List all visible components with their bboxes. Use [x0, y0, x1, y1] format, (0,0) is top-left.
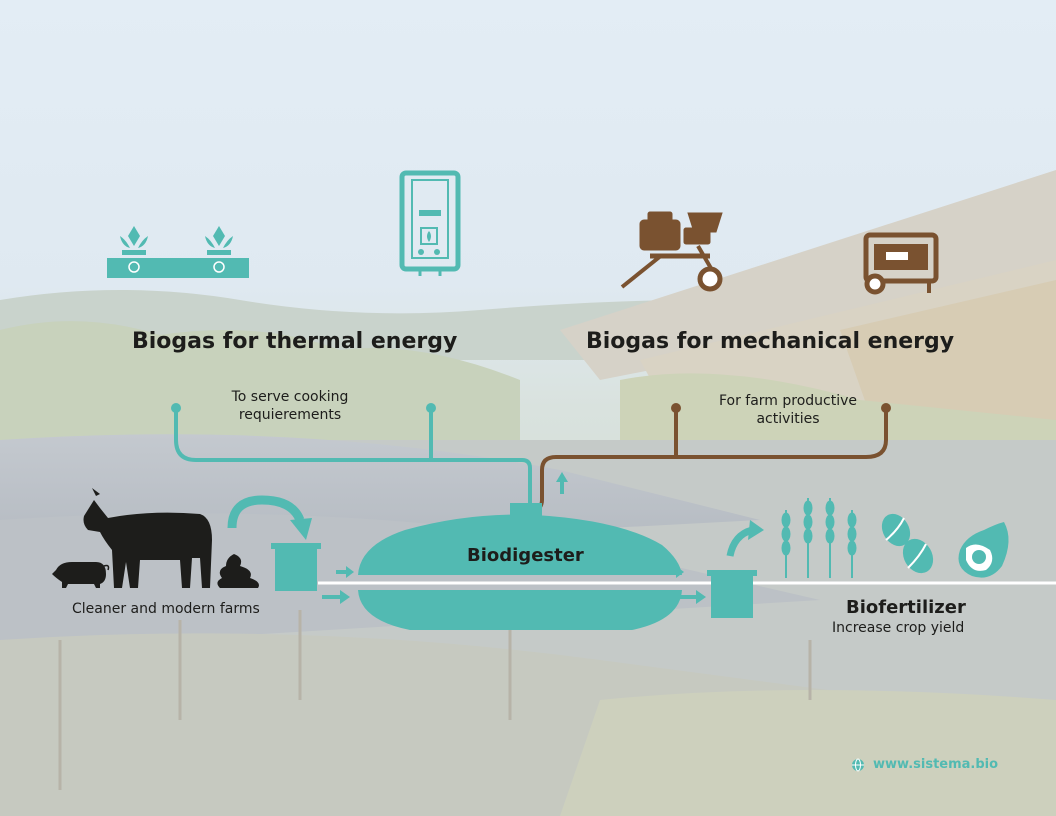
coffee-beans-icon	[881, 513, 934, 574]
inlet-tank	[271, 543, 321, 591]
biofertilizer-description: Increase crop yield	[832, 620, 965, 636]
gas-flow-arrow	[556, 472, 568, 494]
biofertilizer-heading: Biofertilizer	[846, 597, 966, 618]
output-arrow-head	[748, 520, 764, 540]
inflow-arrow	[322, 566, 354, 604]
wheat-icon	[781, 498, 857, 578]
mill-engine-icon	[620, 211, 723, 292]
mechanical-energy-description: For farm productive activities	[718, 393, 858, 427]
biodigester-label: Biodigester	[467, 545, 584, 566]
thermal-energy-heading: Biogas for thermal energy	[132, 329, 458, 354]
teal-pipe-network	[174, 408, 532, 505]
website-link[interactable]: www.sistema.bio	[851, 757, 998, 772]
feed-arrow-head	[290, 518, 312, 540]
outlet-tank	[707, 570, 757, 618]
thermal-energy-description: To serve cooking requierements	[231, 389, 349, 423]
generator-icon	[863, 232, 939, 295]
avocado-icon	[958, 522, 1009, 578]
mechanical-energy-heading: Biogas for mechanical energy	[586, 329, 955, 354]
pipe-cap	[671, 403, 681, 413]
outflow-arrow	[668, 566, 706, 604]
pipe-cap	[881, 403, 891, 413]
website-text: www.sistema.bio	[873, 757, 999, 772]
globe-icon	[852, 758, 864, 771]
farms-label: Cleaner and modern farms	[72, 601, 260, 617]
biodigester-icon	[318, 503, 1056, 630]
pig-icon	[52, 562, 110, 588]
pipe-cap	[426, 403, 436, 413]
cow-icon	[83, 488, 212, 588]
gas-stove-icon	[107, 226, 249, 278]
pipe-cap	[171, 403, 181, 413]
manure-icon	[217, 554, 259, 588]
feed-arrow	[227, 495, 305, 529]
water-heater-icon	[399, 170, 461, 276]
